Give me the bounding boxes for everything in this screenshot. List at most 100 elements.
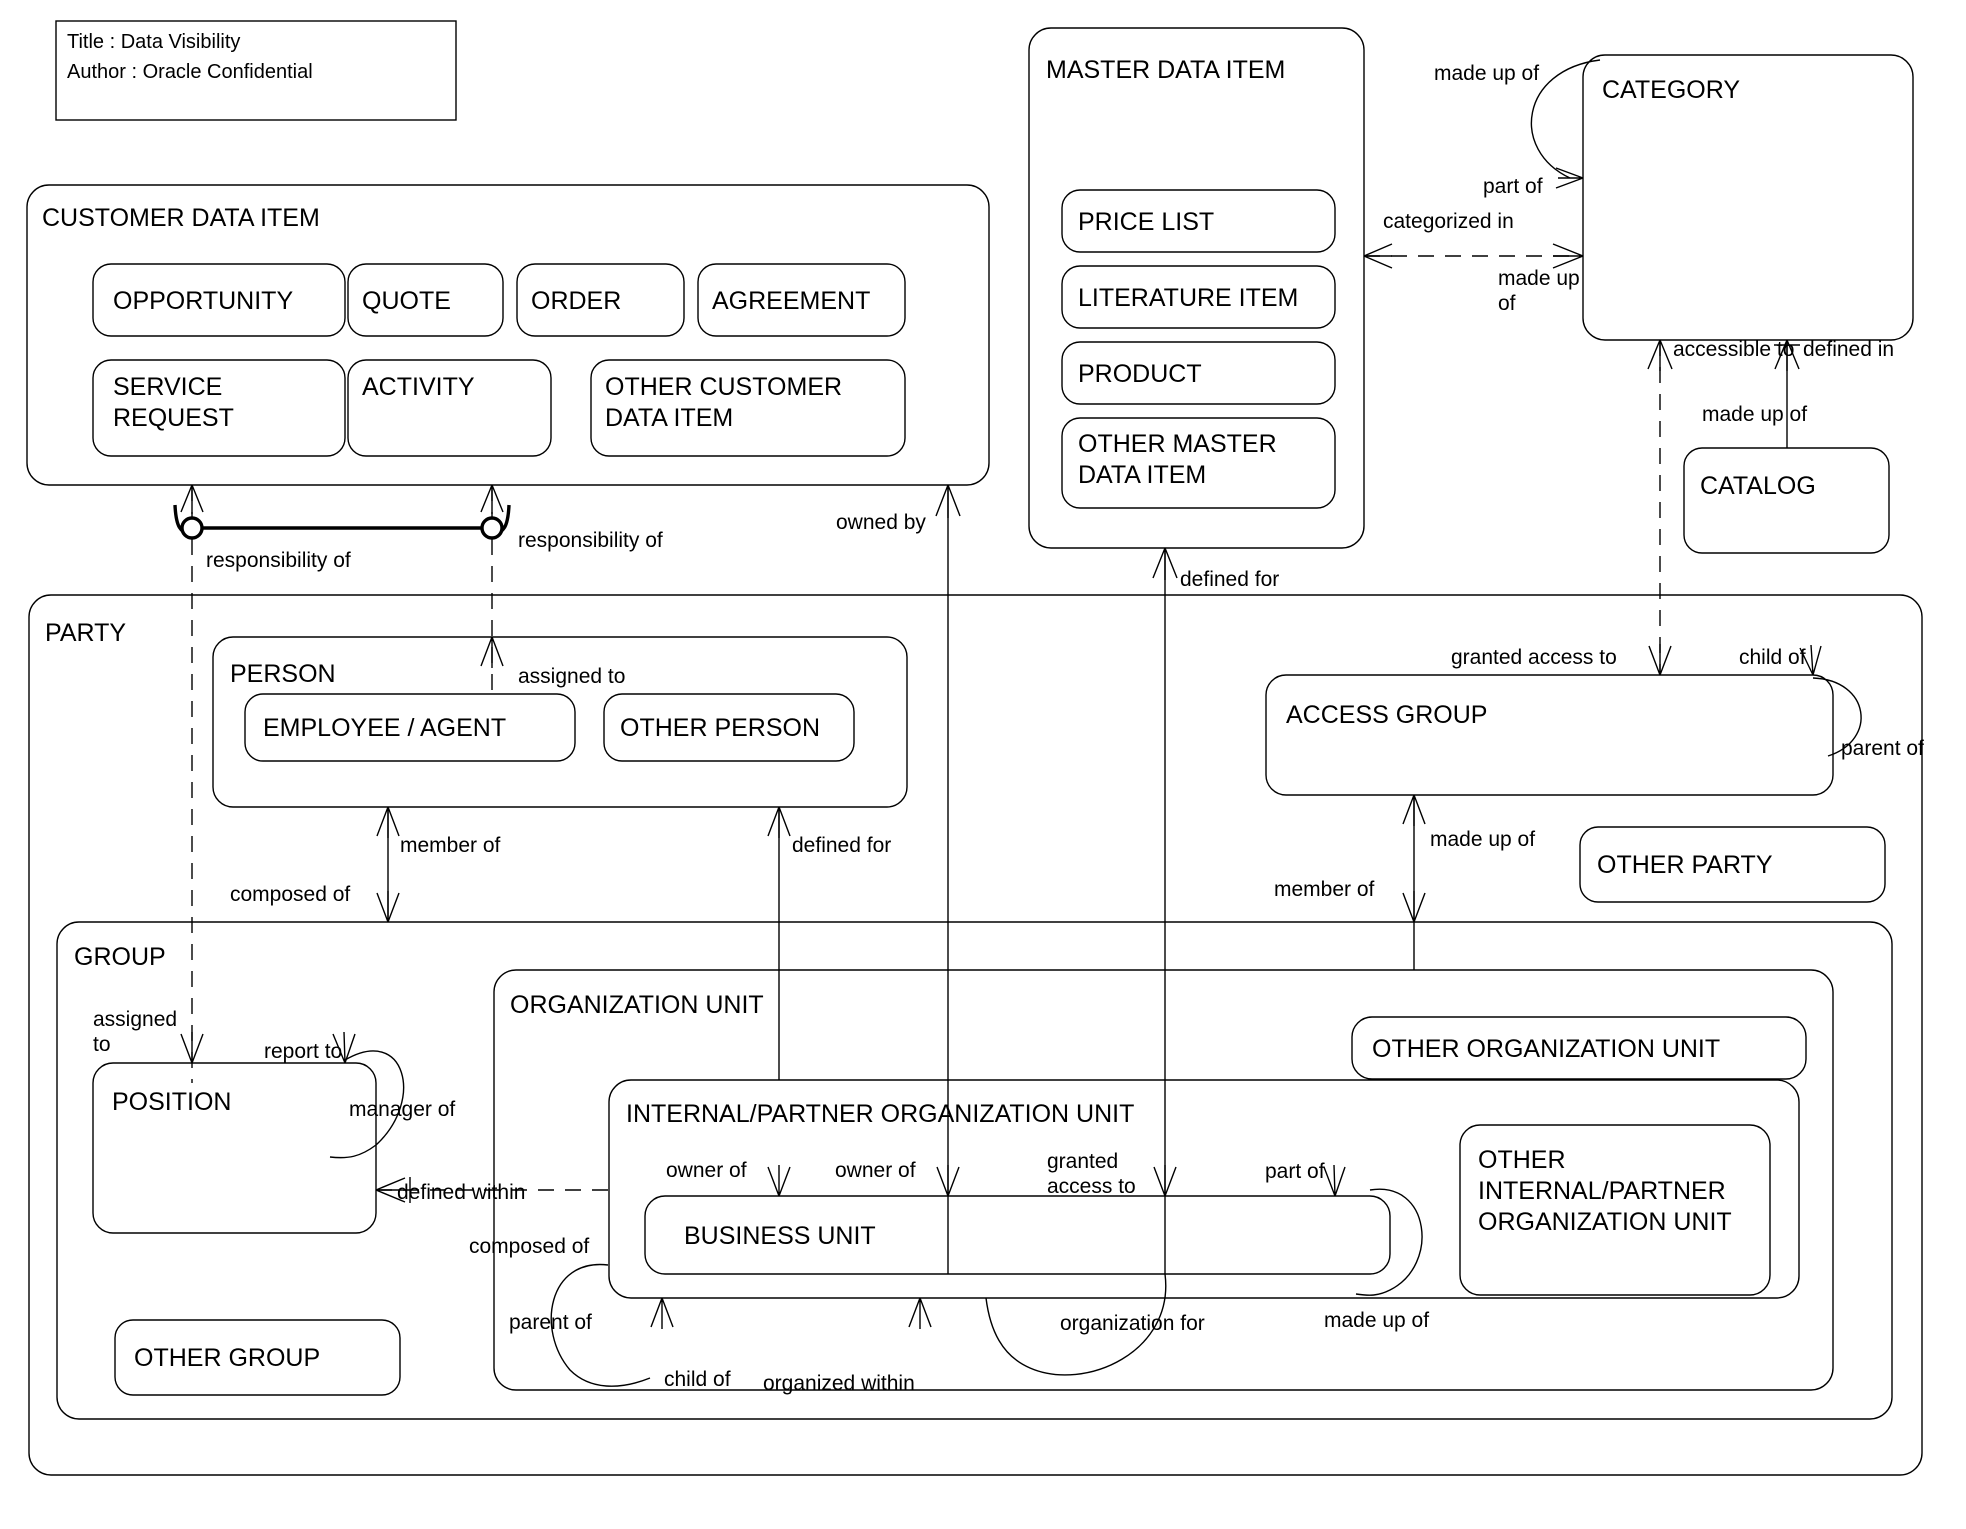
product-label: PRODUCT [1078, 360, 1202, 388]
title-line-2: Author : Oracle Confidential [67, 61, 313, 83]
rel-label-report-to: report to [264, 1040, 342, 1063]
rel-label-composed-of-person: composed of [230, 883, 350, 906]
order-box [516, 263, 685, 337]
crowfoot-made-up-of-ag [1402, 794, 1426, 826]
other-internal-partner-box [1459, 1124, 1771, 1296]
crowfoot-report-to [332, 1031, 356, 1064]
rel-label-owned-by: owned by [836, 511, 926, 534]
organization-unit-box [493, 969, 1834, 1391]
other-master-data-item-box [1061, 417, 1336, 509]
rel-label-defined-in: defined in [1803, 338, 1894, 361]
crowfoot-ag-childof [1799, 644, 1822, 676]
crowfoot-assigned-to-person [480, 636, 504, 668]
catalog-label: CATALOG [1700, 472, 1816, 500]
rel-label-part-of-cat: part of [1483, 175, 1543, 198]
crowfoot-category-left [1552, 243, 1584, 269]
rel-label-made-up-of-cat-top: made up of [1434, 62, 1539, 85]
price-list-box [1061, 189, 1336, 253]
catalog-box [1683, 447, 1890, 554]
agreement-box [697, 263, 906, 337]
crowfoot-member-of-ag [1402, 891, 1426, 923]
opportunity-label: OPPORTUNITY [113, 287, 293, 315]
service-request-label-1: SERVICE [113, 373, 222, 401]
other-internal-partner-label-1: OTHER [1478, 1146, 1566, 1174]
crowfoot-granted-access-bu [1153, 1165, 1177, 1197]
rel-label-assigned-to-person: assigned to [518, 665, 625, 688]
other-customer-data-item-box [590, 359, 906, 457]
crowfoot-assigned-to-position [180, 1032, 204, 1064]
position-box [92, 1062, 377, 1234]
crowfoot-resp-left [180, 484, 204, 514]
rel-label-responsibility-of-right: responsibility of [518, 529, 663, 552]
other-person-box [603, 693, 855, 762]
customer-data-item-label: CUSTOMER DATA ITEM [42, 204, 320, 232]
rel-label-responsibility-of-left: responsibility of [206, 549, 351, 572]
quote-box [347, 263, 504, 337]
other-group-box [114, 1319, 401, 1396]
rel-label-made-up-of-bu: made up of [1324, 1309, 1429, 1332]
rel-label-made-up-of-mdi-2: of [1498, 292, 1516, 315]
title-line-1: Title : Data Visibility [67, 31, 240, 53]
rel-access-group-recursive [1812, 677, 1862, 757]
crowfoot-category-partof [1555, 167, 1584, 189]
title-block [55, 20, 457, 121]
other-organization-unit-box [1351, 1016, 1807, 1080]
internal-partner-org-unit-label: INTERNAL/PARTNER ORGANIZATION UNIT [626, 1100, 1134, 1128]
rel-bu-recursive [1355, 1188, 1423, 1296]
business-unit-label: BUSINESS UNIT [684, 1222, 876, 1250]
service-request-box [92, 359, 346, 457]
crowfoot-owner-of-1 [767, 1165, 791, 1197]
rel-category-recursive [1530, 59, 1601, 179]
party-label: PARTY [45, 619, 126, 647]
product-box [1061, 341, 1336, 405]
business-unit-box [644, 1195, 1391, 1275]
rel-organized-within [985, 1273, 1167, 1376]
other-person-label: OTHER PERSON [620, 714, 820, 742]
rel-label-child-of-ag: child of [1739, 646, 1806, 669]
rel-label-made-up-of-ag: made up of [1430, 828, 1535, 851]
other-internal-partner-label-2: INTERNAL/PARTNER [1478, 1177, 1726, 1205]
crowfoot-defined-within [375, 1177, 406, 1203]
agreement-label: AGREEMENT [712, 287, 870, 315]
crowfoot-accessible-to [1647, 339, 1673, 371]
other-organization-unit-label: OTHER ORGANIZATION UNIT [1372, 1035, 1720, 1063]
other-customer-data-item-label-1: OTHER CUSTOMER [605, 373, 842, 401]
other-customer-data-item-label-2: DATA ITEM [605, 404, 733, 432]
organization-unit-label: ORGANIZATION UNIT [510, 991, 764, 1019]
rel-label-parent-of-ou: parent of [509, 1311, 592, 1334]
crowfoot-mdi-left [1363, 243, 1393, 269]
person-label: PERSON [230, 660, 336, 688]
person-box [212, 636, 908, 808]
rel-label-owner-of-1: owner of [666, 1159, 747, 1182]
crowfoot-child-of-ou [650, 1297, 674, 1329]
access-group-box [1265, 674, 1834, 796]
crowfoot-owned-by [935, 484, 961, 518]
literature-item-box [1061, 265, 1336, 329]
crowfoot-defined-for-person [767, 806, 791, 838]
rel-label-granted-access-to-1: granted [1047, 1150, 1118, 1173]
crowfoot-resp-right [480, 484, 504, 514]
employee-agent-label: EMPLOYEE / AGENT [263, 714, 506, 742]
exclusive-arc-dot-left [180, 516, 204, 540]
customer-data-item-box [26, 184, 990, 486]
master-data-item-label: MASTER DATA ITEM [1046, 56, 1285, 84]
rel-label-member-of-person: member of [400, 834, 501, 857]
group-label: GROUP [74, 943, 166, 971]
exclusive-arc-dot-right [480, 516, 504, 540]
opportunity-box [92, 263, 346, 337]
internal-partner-org-unit-box [608, 1079, 1800, 1299]
other-party-label: OTHER PARTY [1597, 851, 1773, 879]
rel-label-defined-within: defined within [397, 1181, 525, 1204]
rel-position-recursive [329, 1050, 405, 1159]
activity-box [347, 359, 552, 457]
rel-label-made-up-of-catalog: made up of [1702, 403, 1807, 426]
other-group-label: OTHER GROUP [134, 1344, 320, 1372]
rel-label-granted-access-to-2: access to [1047, 1175, 1136, 1198]
rel-label-defined-for-person: defined for [792, 834, 891, 857]
rel-label-made-up-of-mdi-1: made up [1498, 267, 1580, 290]
employee-agent-box [244, 693, 576, 762]
rel-label-organized-within: organized within [763, 1372, 915, 1395]
rel-label-defined-for-mdi: defined for [1180, 568, 1279, 591]
rel-orgunit-recursive [550, 1263, 651, 1387]
